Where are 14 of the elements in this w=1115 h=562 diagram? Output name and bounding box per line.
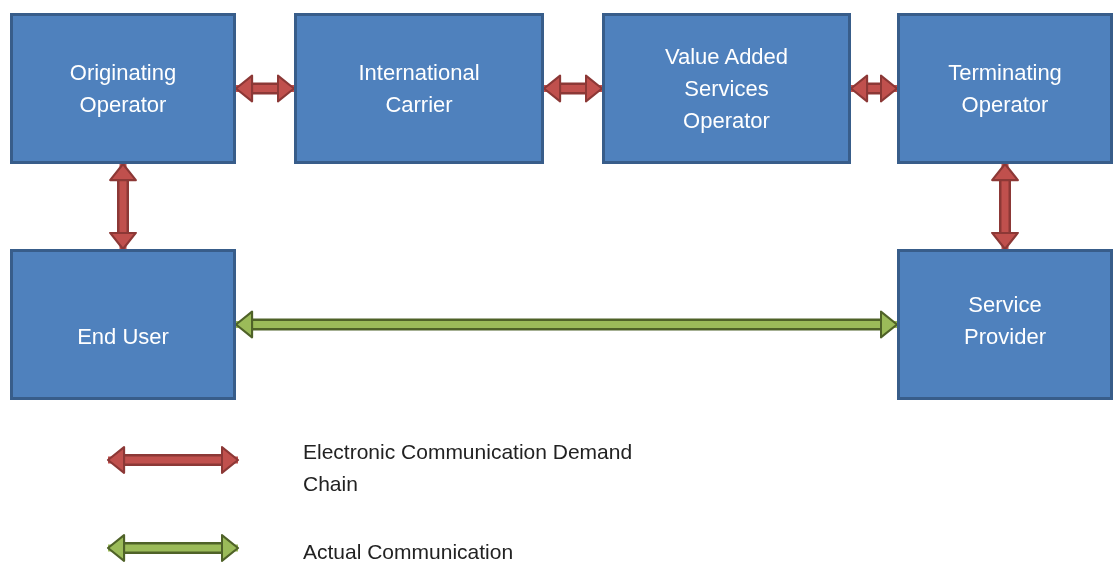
process-box xyxy=(10,13,236,164)
box-label: International Carrier xyxy=(357,58,481,119)
process-box xyxy=(10,249,236,400)
process-box xyxy=(897,13,1113,164)
box-label: Terminating Operator xyxy=(947,58,1063,119)
box-label: Value Added Services Operator xyxy=(663,42,790,135)
box-label: Service Provider xyxy=(963,291,1047,351)
legend-text: Electronic Communication Demand Chain xyxy=(303,439,634,497)
process-box xyxy=(602,13,851,164)
box-label: End User xyxy=(77,323,169,351)
process-box xyxy=(897,249,1113,400)
legend-text: Actual Communication xyxy=(303,539,515,562)
box-label: Originating Operator xyxy=(68,58,178,119)
process-box xyxy=(294,13,544,164)
